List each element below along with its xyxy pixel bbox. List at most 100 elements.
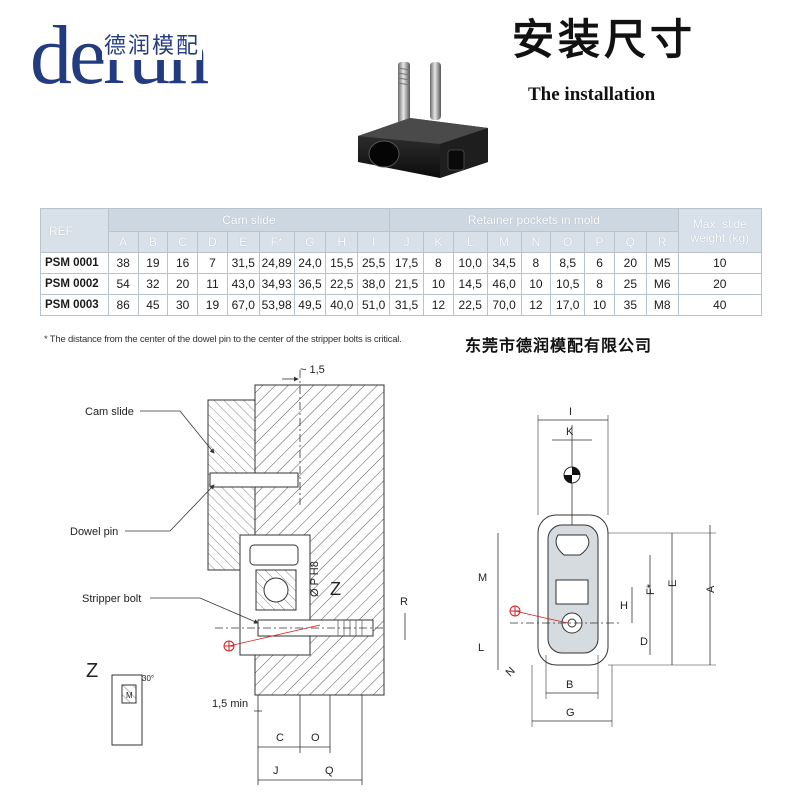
dim-b: B — [566, 679, 573, 691]
table-cell: 11 — [197, 273, 228, 295]
table-cell: 38 — [107, 252, 139, 274]
table-cell: 8 — [423, 252, 454, 274]
dim-q: Q — [325, 765, 334, 777]
section-z-label: Z — [330, 579, 341, 599]
plan-view — [509, 425, 620, 666]
table-cell: 19 — [137, 252, 169, 274]
column-header: D — [197, 231, 228, 253]
table-cell: 49,5 — [293, 294, 327, 316]
column-header: P — [584, 231, 615, 253]
table-cell: 34,93 — [258, 273, 295, 295]
dim-g: G — [566, 707, 575, 719]
dim-o: O — [311, 732, 320, 744]
table-cell: 31,5 — [226, 252, 260, 274]
column-header: J — [389, 231, 424, 253]
dim-k: K — [566, 426, 574, 438]
table-cell: 25 — [613, 273, 647, 295]
callout-stripper-bolt: Stripper bolt — [82, 593, 141, 605]
product-photo — [358, 62, 488, 178]
table-cell: M6 — [645, 273, 679, 295]
dim-i: I — [569, 406, 572, 418]
min-label: 1,5 min — [212, 698, 248, 710]
page-title-en: The installation — [528, 84, 656, 105]
column-header: Q — [613, 231, 647, 253]
detail-z-label: Z — [86, 660, 98, 682]
table-cell: 34,5 — [486, 252, 522, 274]
table-cell: 8,5 — [550, 252, 586, 274]
table-cell: 8 — [584, 273, 615, 295]
row-weight: 40 — [677, 294, 763, 316]
callout-dowel-pin: Dowel pin — [70, 526, 118, 538]
table-cell: 31,5 — [389, 294, 424, 316]
table-cell: 21,5 — [389, 273, 424, 295]
column-header: A — [107, 231, 139, 253]
table-cell: 10 — [520, 273, 552, 295]
table-cell: 20 — [613, 252, 647, 274]
column-header: R — [645, 231, 679, 253]
dim-f: F* — [645, 583, 657, 595]
ref-header: REF — [40, 208, 109, 253]
row-weight: 10 — [677, 252, 763, 274]
table-cell: 38,0 — [357, 273, 391, 295]
table-cell: 24,0 — [293, 252, 327, 274]
column-header: E — [226, 231, 260, 253]
retainer-header: Retainer pockets in mold — [389, 208, 679, 232]
table-cell: 54 — [107, 273, 139, 295]
table-cell: 45 — [137, 294, 169, 316]
column-header: H — [325, 231, 359, 253]
dim-n: N — [504, 665, 518, 679]
table-cell: 7 — [197, 252, 228, 274]
column-header: O — [550, 231, 586, 253]
dimension-table: REF Cam slide Retainer pockets in mold M… — [40, 208, 763, 316]
table-cell: 12 — [520, 294, 552, 316]
dim-r: R — [400, 596, 408, 608]
section-view — [207, 370, 385, 696]
table-cell: 46,0 — [486, 273, 522, 295]
detail-z: Z M 30° — [86, 660, 154, 746]
table-cell: 19 — [197, 294, 228, 316]
angle-label: 30° — [142, 674, 154, 683]
column-header: N — [520, 231, 552, 253]
column-header: L — [452, 231, 488, 253]
dim-m: M — [478, 572, 487, 584]
dim-j: J — [273, 765, 279, 777]
dim-l: L — [478, 642, 484, 654]
column-header: B — [137, 231, 169, 253]
dim-h: H — [620, 600, 628, 612]
table-cell: 10 — [423, 273, 454, 295]
company-name: 东莞市德润模配有限公司 — [465, 336, 653, 355]
table-cell: M5 — [645, 252, 679, 274]
table-cell: 14,5 — [452, 273, 488, 295]
row-ref: PSM 0001 — [40, 252, 109, 274]
table-cell: 17,0 — [550, 294, 586, 316]
row-weight: 20 — [677, 273, 763, 295]
table-cell: 36,5 — [293, 273, 327, 295]
table-cell: 17,5 — [389, 252, 424, 274]
brand-logo: derun 德润模配 — [30, 8, 230, 103]
table-cell: 40,0 — [325, 294, 359, 316]
column-header: I — [357, 231, 391, 253]
table-cell: 6 — [584, 252, 615, 274]
approx-label: ~ 1,5 — [300, 364, 325, 376]
table-cell: 10,0 — [452, 252, 488, 274]
column-header: F* — [258, 231, 295, 253]
row-ref: PSM 0002 — [40, 273, 109, 295]
detail-m: M — [126, 691, 133, 700]
dim-c: C — [276, 732, 284, 744]
page-title-cn: 安装尺寸 — [512, 15, 697, 64]
table-cell: 22,5 — [452, 294, 488, 316]
logo-chinese: 德润模配 — [102, 28, 203, 60]
table-cell: 8 — [520, 252, 552, 274]
dim-a: A — [705, 585, 717, 593]
column-header: G — [293, 231, 327, 253]
table-cell: 16 — [167, 252, 199, 274]
table-cell: 51,0 — [357, 294, 391, 316]
table-cell: M8 — [645, 294, 679, 316]
column-header: K — [423, 231, 454, 253]
table-cell: 10,5 — [550, 273, 586, 295]
table-cell: 43,0 — [226, 273, 260, 295]
dim-d: D — [640, 636, 648, 648]
